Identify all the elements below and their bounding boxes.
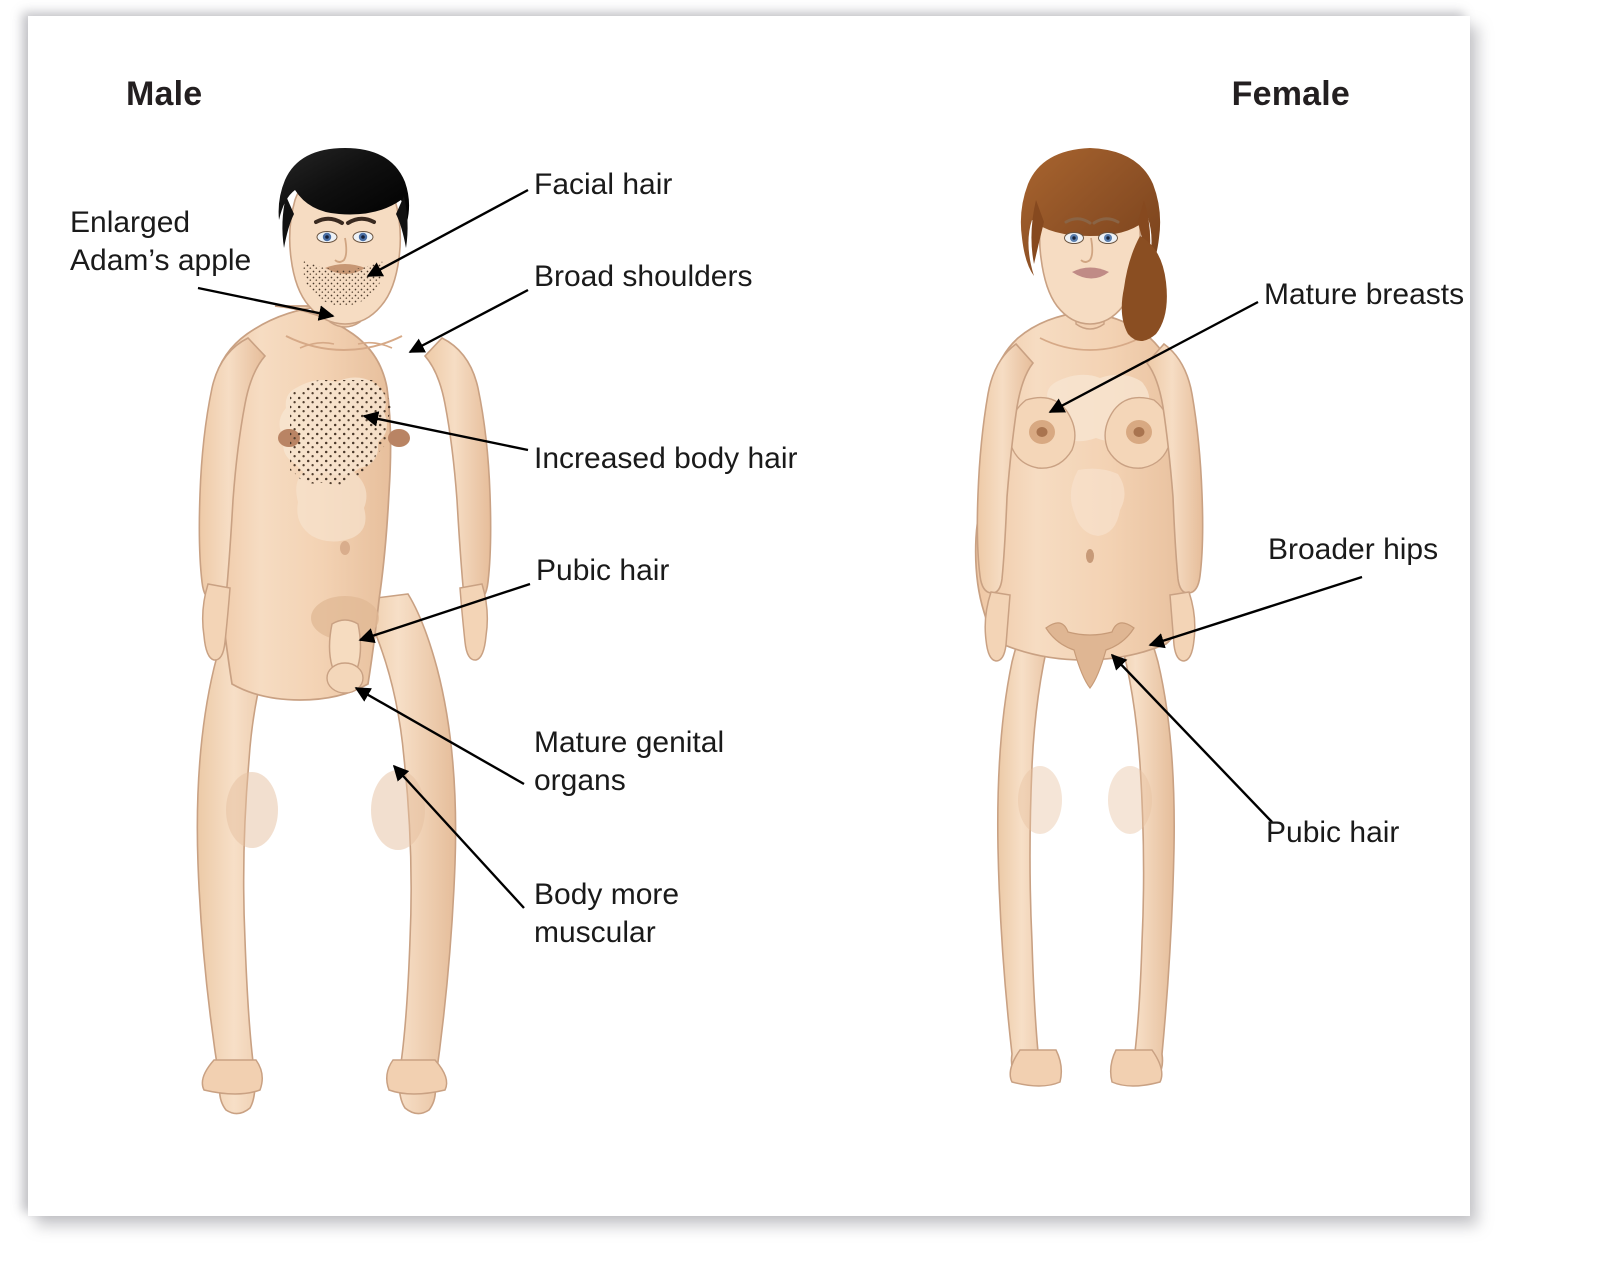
male-right-foot — [386, 1059, 448, 1095]
label-broad-shoulders: Broad shoulders — [534, 260, 753, 293]
label-facial-hair: Facial hair — [534, 168, 673, 201]
label-mature-breasts: Mature breasts — [1264, 278, 1465, 311]
label-enlarged-adams-apple: Enlarged Adam’s apple — [70, 206, 252, 277]
female-pubic-hair — [1045, 622, 1135, 689]
panel-title-female: Female — [1231, 75, 1350, 113]
panel-title-male: Male — [126, 75, 203, 113]
female-right-foot — [1109, 1049, 1163, 1087]
female-hair — [1020, 148, 1161, 276]
female-right-brow — [1092, 217, 1120, 225]
male-body-illustration — [155, 148, 535, 1120]
female-lips — [1072, 267, 1109, 279]
label-body-more-muscular: Body more muscular — [534, 878, 680, 949]
label-female-pubic-hair: Pubic hair — [1266, 816, 1400, 849]
label-increased-body-hair: Increased body hair — [534, 442, 798, 475]
label-male-pubic-hair: Pubic hair — [536, 554, 670, 587]
male-left-brow — [314, 216, 344, 225]
female-right-nipple — [1133, 427, 1145, 437]
male-genitals — [328, 619, 362, 674]
female-left-foot — [1009, 1049, 1063, 1087]
female-left-brow — [1064, 217, 1092, 225]
male-left-foot — [201, 1059, 263, 1095]
male-right-nipple — [388, 429, 410, 447]
female-left-hand — [984, 591, 1011, 662]
female-body-illustration — [930, 148, 1250, 1120]
label-broader-hips: Broader hips — [1268, 533, 1439, 566]
label-mature-genital-organs: Mature genital organs — [534, 726, 725, 797]
male-left-hand — [201, 583, 231, 661]
female-left-nipple — [1036, 427, 1048, 437]
